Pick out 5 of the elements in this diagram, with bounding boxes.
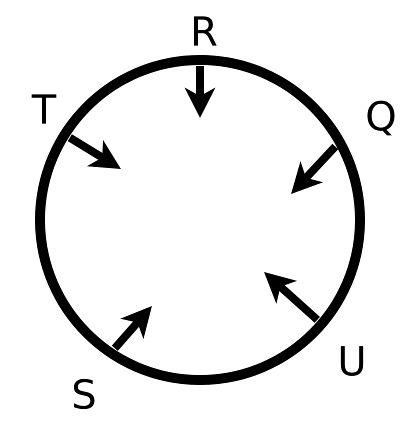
point-label: U bbox=[340, 346, 364, 376]
point-label: R bbox=[194, 16, 217, 46]
point-label: Q bbox=[368, 100, 394, 136]
point-label: T bbox=[32, 94, 56, 124]
point-label: S bbox=[74, 378, 94, 410]
